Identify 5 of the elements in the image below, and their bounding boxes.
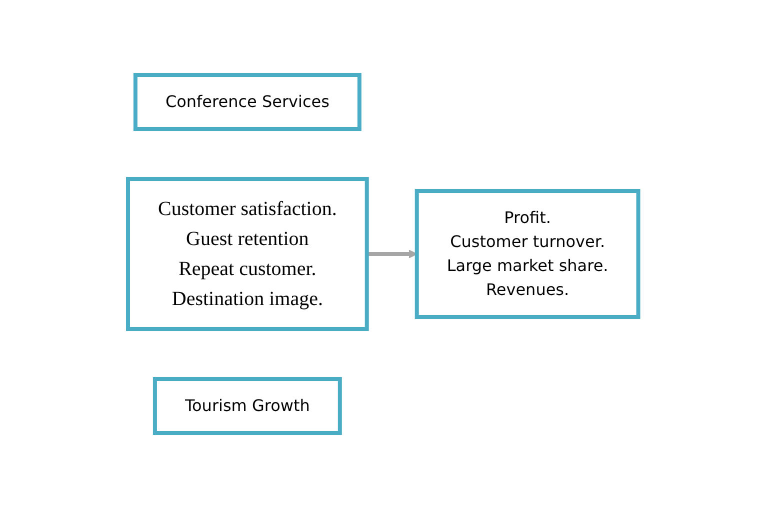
node-box: Tourism Growth [152,377,342,435]
node-box: Profit. Customer turnover. Large market share. Revenues. [414,189,640,319]
node-box: Conference Services [133,73,362,131]
node-box: Customer satisfaction. Guest retention Repeat customer. Destination image. [126,177,369,331]
arrow [366,250,418,258]
